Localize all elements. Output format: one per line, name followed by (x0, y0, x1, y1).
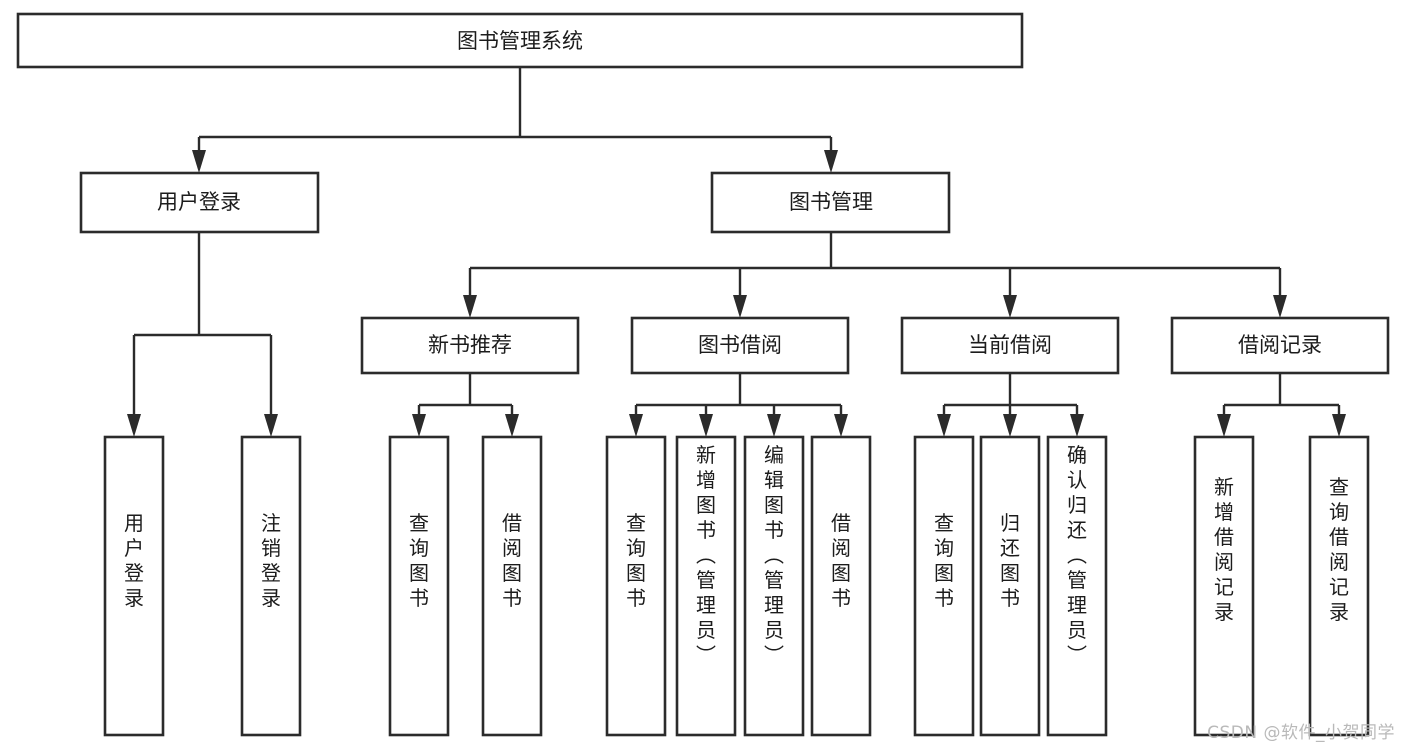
arrow-current-to-leaf10-icon (1003, 414, 1017, 437)
node-record[interactable]: 借阅记录 (1170, 316, 1390, 375)
node-newbook-box[interactable] (360, 316, 580, 375)
arrow-borrow-to-leaf6-icon (699, 414, 713, 437)
node-leaf12-label: 新增借阅记录 (1214, 475, 1234, 624)
node-borrow[interactable]: 图书借阅 (630, 316, 850, 375)
node-leaf12-box[interactable] (1193, 435, 1255, 737)
arrow-current-to-leaf11-icon (1070, 414, 1084, 437)
node-leaf5-label: 查询图书 (626, 511, 646, 610)
node-borrow-label: 图书借阅 (698, 333, 782, 357)
node-leaf3-label: 查询图书 (409, 511, 429, 610)
node-leaf11[interactable]: 确认归还︵管理员︶ (1046, 435, 1108, 737)
arrow-login-to-leaf2-icon (264, 414, 278, 437)
node-login-box[interactable] (79, 171, 320, 234)
node-leaf13[interactable]: 查询借阅记录 (1308, 435, 1370, 737)
node-leaf4-label: 借阅图书 (502, 511, 522, 610)
node-leaf13-label: 查询借阅记录 (1329, 475, 1349, 624)
node-root-box[interactable] (16, 12, 1024, 69)
node-leaf1-box[interactable] (103, 435, 165, 737)
arrow-record-to-leaf12-icon (1217, 414, 1231, 437)
arrow-borrow-to-leaf5-icon (629, 414, 643, 437)
node-leaf6[interactable]: 新增图书︵管理员︶ (675, 435, 737, 737)
arrow-newbook-to-leaf3-icon (412, 414, 426, 437)
node-borrow-box[interactable] (630, 316, 850, 375)
edges-current-to-leaves (937, 373, 1084, 437)
node-leaf9[interactable]: 查询图书 (913, 435, 975, 737)
arrow-bookmgmt-to-borrow-icon (733, 295, 747, 318)
node-root[interactable]: 图书管理系统 (16, 12, 1024, 69)
node-newbook-label: 新书推荐 (428, 333, 512, 357)
node-leaf10-box[interactable] (979, 435, 1041, 737)
node-login-label: 用户登录 (157, 190, 241, 214)
node-current-box[interactable] (900, 316, 1120, 375)
node-current[interactable]: 当前借阅 (900, 316, 1120, 375)
node-leaf13-box[interactable] (1308, 435, 1370, 737)
node-leaf3[interactable]: 查询图书 (388, 435, 450, 737)
node-leaf11-box[interactable] (1046, 435, 1108, 737)
node-leaf9-label: 查询图书 (934, 511, 954, 610)
node-leaf1-label: 用户登录 (124, 511, 144, 610)
node-leaf3-box[interactable] (388, 435, 450, 737)
node-bookmgmt-label: 图书管理 (789, 190, 873, 214)
node-leaf2-label: 注销登录 (261, 511, 281, 610)
node-leaf10-label: 归还图书 (1000, 511, 1020, 610)
node-leaf7[interactable]: 编辑图书︵管理员︶ (743, 435, 805, 737)
node-newbook[interactable]: 新书推荐 (360, 316, 580, 375)
node-bookmgmt[interactable]: 图书管理 (710, 171, 951, 234)
edges-bookmgmt-to-level3 (463, 232, 1287, 318)
arrow-borrow-to-leaf7-icon (767, 414, 781, 437)
node-bookmgmt-box[interactable] (710, 171, 951, 234)
node-leaf7-label: 编辑图书︵管理员︶ (764, 443, 784, 667)
node-leaf8[interactable]: 借阅图书 (810, 435, 872, 737)
node-leaf8-label: 借阅图书 (831, 511, 851, 610)
node-leaf11-label: 确认归还︵管理员︶ (1067, 443, 1087, 667)
arrow-bookmgmt-to-newbook-icon (463, 295, 477, 318)
edges-login-to-leaves (127, 232, 278, 437)
node-root-label: 图书管理系统 (457, 29, 583, 53)
node-leaf5-box[interactable] (605, 435, 667, 737)
arrow-newbook-to-leaf4-icon (505, 414, 519, 437)
arrow-bookmgmt-to-record-icon (1273, 295, 1287, 318)
node-leaf4[interactable]: 借阅图书 (481, 435, 543, 737)
arrow-borrow-to-leaf8-icon (834, 414, 848, 437)
node-record-label: 借阅记录 (1238, 333, 1322, 357)
node-leaf10[interactable]: 归还图书 (979, 435, 1041, 737)
node-leaf2-box[interactable] (240, 435, 302, 737)
node-leaf1[interactable]: 用户登录 (103, 435, 165, 737)
node-leaf8-box[interactable] (810, 435, 872, 737)
node-leaf12[interactable]: 新增借阅记录 (1193, 435, 1255, 737)
node-leaf4-box[interactable] (481, 435, 543, 737)
node-login[interactable]: 用户登录 (79, 171, 320, 234)
arrow-bookmgmt-to-current-icon (1003, 295, 1017, 318)
edges-record-to-leaves (1217, 373, 1346, 437)
node-leaf5[interactable]: 查询图书 (605, 435, 667, 737)
edges-borrow-to-leaves (629, 373, 848, 437)
arrow-current-to-leaf9-icon (937, 414, 951, 437)
arrow-root-to-bookmgmt-icon (824, 150, 838, 173)
edges-root-to-level2 (192, 67, 838, 173)
node-record-box[interactable] (1170, 316, 1390, 375)
node-leaf7-box[interactable] (743, 435, 805, 737)
arrow-login-to-leaf1-icon (127, 414, 141, 437)
edges-newbook-to-leaves (412, 373, 519, 437)
node-leaf9-box[interactable] (913, 435, 975, 737)
node-leaf6-label: 新增图书︵管理员︶ (696, 443, 716, 667)
arrow-record-to-leaf13-icon (1332, 414, 1346, 437)
node-leaf2[interactable]: 注销登录 (240, 435, 302, 737)
node-current-label: 当前借阅 (968, 333, 1052, 357)
arrow-root-to-login-icon (192, 150, 206, 173)
node-leaf6-box[interactable] (675, 435, 737, 737)
